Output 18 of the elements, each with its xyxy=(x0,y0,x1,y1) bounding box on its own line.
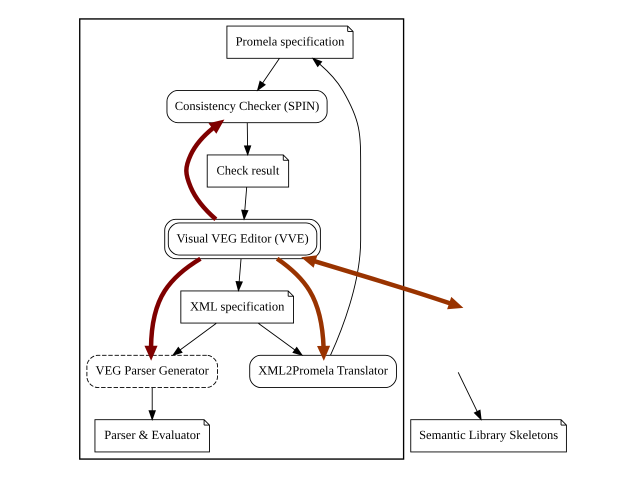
node-box: Visual VEG Editor (VVE) xyxy=(164,218,320,260)
arrow xyxy=(144,256,202,361)
arrow xyxy=(257,322,303,356)
node-box: Consistency Checker (SPIN) xyxy=(166,90,328,124)
arrow xyxy=(184,120,224,221)
arrow xyxy=(171,322,216,356)
arrow xyxy=(243,122,251,156)
arrow xyxy=(240,186,248,221)
arrow xyxy=(148,387,156,421)
arrow xyxy=(234,258,242,292)
node-box: XML2Promela Translator xyxy=(248,354,396,388)
cluster xyxy=(78,18,404,460)
node-box: VEG Parser Generator xyxy=(86,354,218,388)
arrow xyxy=(457,372,482,421)
arrow xyxy=(311,58,361,356)
arrow xyxy=(275,256,330,361)
arrow xyxy=(256,58,280,92)
arrow xyxy=(300,255,463,310)
